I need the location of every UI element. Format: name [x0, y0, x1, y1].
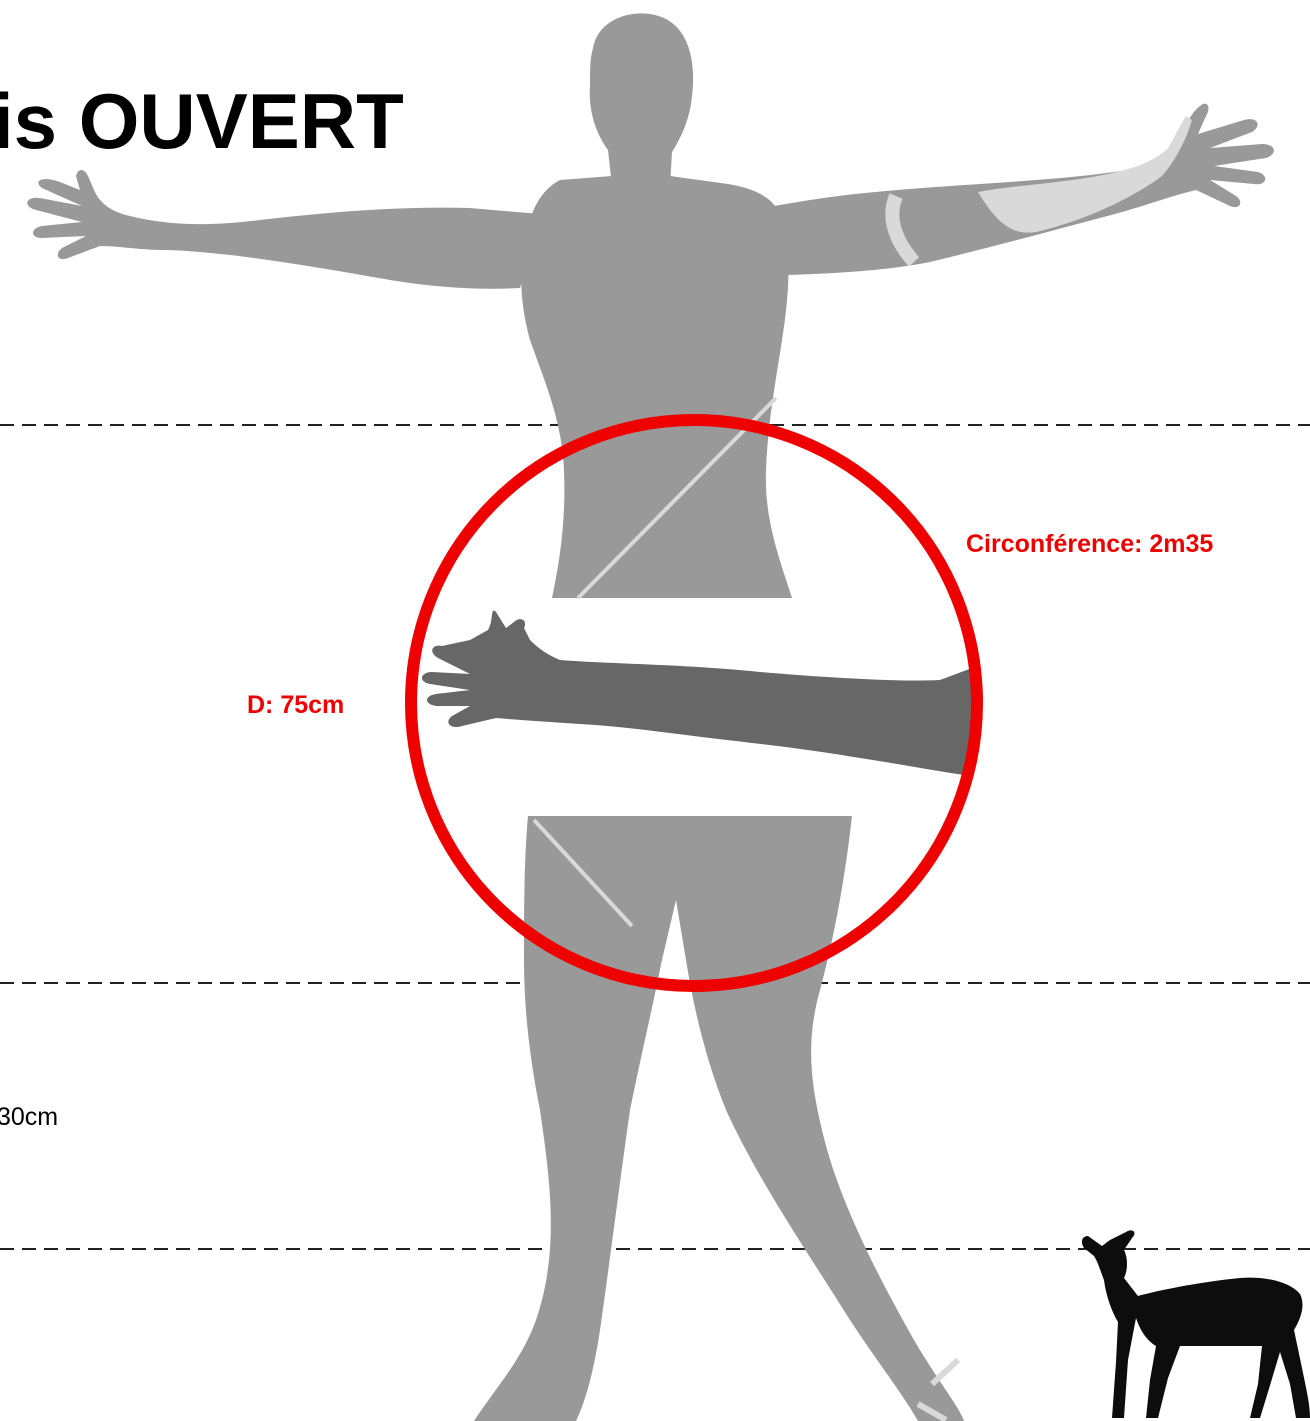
silhouette-head	[590, 13, 693, 186]
diameter-label: D: 75cm	[247, 693, 344, 718]
silhouette-torso	[521, 176, 792, 598]
circumference-label: Circonférence: 2m35	[966, 532, 1213, 557]
arm-icon	[422, 611, 972, 776]
deer-icon	[1082, 1230, 1310, 1418]
page-title: is OUVERT	[0, 82, 404, 160]
silhouette-arm-stripe	[978, 116, 1192, 233]
silhouette-left-arm	[27, 170, 540, 289]
height-label: 30cm	[0, 1105, 58, 1130]
